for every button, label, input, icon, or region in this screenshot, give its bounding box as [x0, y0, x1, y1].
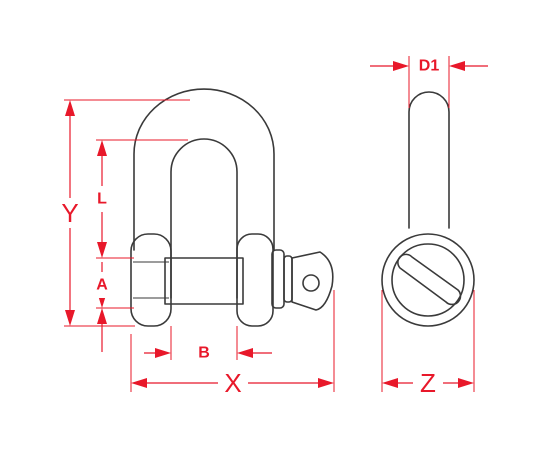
dimension-y: Y [58, 99, 190, 327]
dimension-l: L [92, 139, 188, 259]
dimension-d1: D1 [370, 56, 488, 108]
left-eye-boss [130, 233, 172, 327]
side-bow-profile [408, 91, 450, 229]
label-z: Z [420, 368, 436, 398]
side-view-shackle [381, 91, 475, 327]
label-b: B [198, 345, 210, 362]
side-pin-slot [397, 253, 462, 306]
front-view-shackle [130, 88, 334, 327]
dimension-b: B [144, 326, 272, 362]
dimension-x: X [130, 290, 335, 398]
side-eye-outer [381, 233, 475, 327]
label-l: L [97, 191, 107, 208]
shackle-bow-outer [133, 88, 275, 251]
shackle-bow-inner [170, 138, 238, 299]
label-a: A [96, 277, 108, 294]
dimension-z: Z [381, 290, 475, 398]
dimension-a: A [92, 262, 134, 352]
label-x: X [224, 368, 241, 398]
pin-head-tab [291, 251, 334, 311]
label-y: Y [61, 198, 78, 228]
right-eye-boss [236, 233, 274, 327]
pin-head-hole [302, 274, 320, 292]
pin-shaft [164, 257, 244, 305]
pin-shoulder [283, 255, 293, 303]
label-d1: D1 [419, 58, 440, 75]
side-eye-inner [391, 243, 465, 317]
